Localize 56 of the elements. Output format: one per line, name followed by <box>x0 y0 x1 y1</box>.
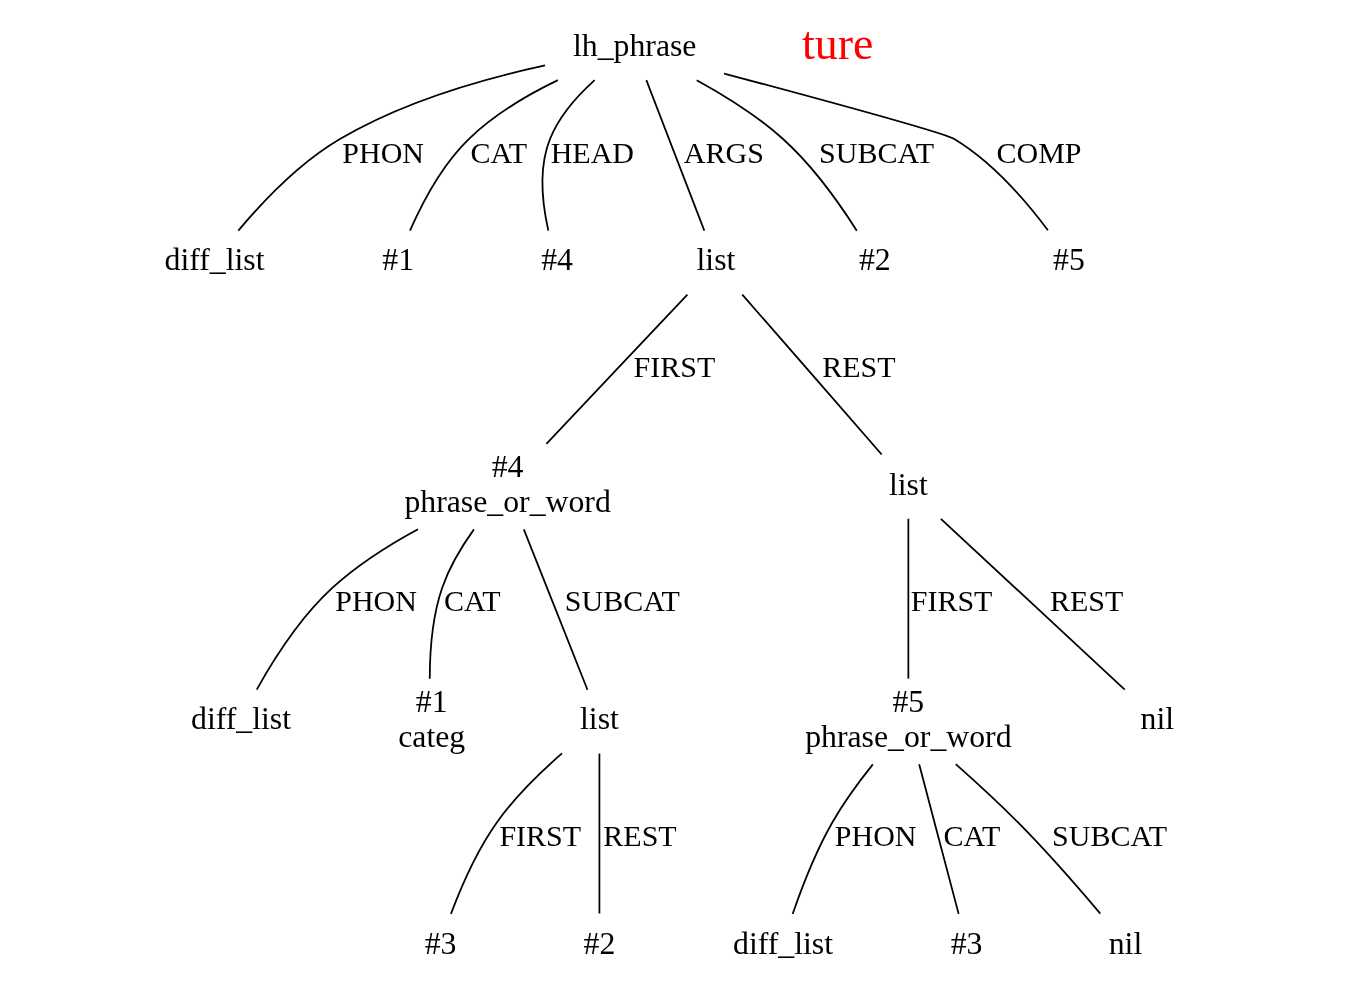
connector <box>791 763 874 915</box>
node-text: #1 <box>381 242 414 278</box>
connector <box>449 752 563 915</box>
edge-label: HEAD <box>550 136 634 170</box>
edge-label: PHON <box>834 819 917 853</box>
connector <box>906 517 909 680</box>
edge-label: CAT <box>443 584 501 618</box>
edge-label: FIRST <box>498 819 581 853</box>
edge-label: SUBCAT <box>818 136 934 170</box>
edge-label: SUBCAT <box>564 584 680 618</box>
edge-label: PHON <box>341 136 424 170</box>
connector <box>236 64 546 232</box>
node-text: list <box>888 466 928 502</box>
edge-label: CAT <box>943 819 1000 853</box>
label: ture <box>801 18 873 70</box>
node-text: #3 <box>424 925 456 961</box>
edge-label: CAT <box>469 136 527 170</box>
node-text: #1 categ <box>397 683 465 755</box>
node-text: #4 <box>540 242 573 278</box>
node-text: diff_list <box>190 701 291 737</box>
connector <box>917 763 960 915</box>
connector <box>408 79 559 232</box>
node-text: nil <box>1108 925 1142 961</box>
connector <box>428 528 475 680</box>
connector <box>740 293 883 456</box>
connector <box>541 79 596 232</box>
edge-label: REST <box>821 349 896 383</box>
node-text: diff_list <box>732 925 833 961</box>
node-text: diff_list <box>164 242 265 278</box>
node-text: #5 <box>1052 242 1085 278</box>
connector <box>598 752 600 915</box>
node-text: #2 <box>583 925 615 961</box>
edge-label: FIRST <box>633 349 715 383</box>
node-text: list <box>696 242 735 278</box>
edge-label: FIRST <box>910 584 992 618</box>
edge-label: REST <box>602 819 677 853</box>
connector <box>954 763 1101 915</box>
node-text: #4 phrase_or_word <box>403 448 611 520</box>
edge-label: COMP <box>995 136 1082 170</box>
edge-label: PHON <box>334 584 417 618</box>
edge-label: SUBCAT <box>1051 819 1167 853</box>
connector <box>255 528 419 691</box>
node-text: #2 <box>858 242 891 278</box>
node-text: lh_phrase <box>572 27 696 63</box>
node-text: #3 <box>950 925 982 961</box>
node-text: #5 phrase_or_word <box>804 683 1012 755</box>
edge-label: ARGS <box>683 136 764 170</box>
node-text: list <box>579 701 619 737</box>
connector <box>939 517 1126 691</box>
connector <box>695 79 858 232</box>
connector <box>644 79 705 232</box>
node-text: nil <box>1140 701 1174 737</box>
connector <box>545 293 688 445</box>
connector <box>722 72 1049 232</box>
edge-label: REST <box>1049 584 1123 618</box>
connector <box>522 528 588 691</box>
